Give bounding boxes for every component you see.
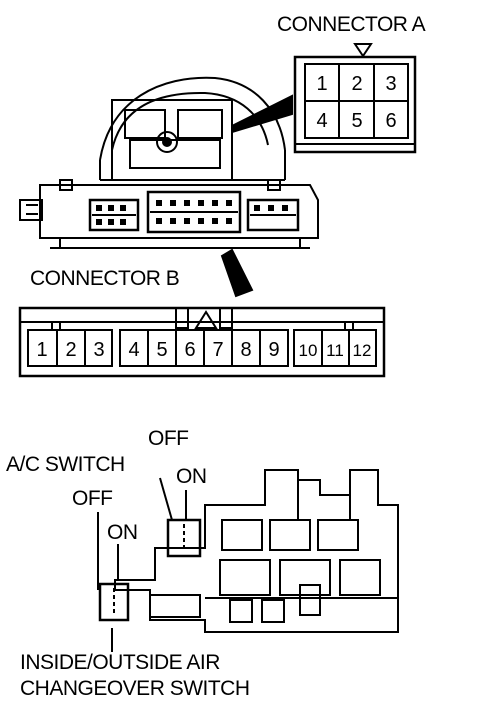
connector-b-pin-4: 4 (128, 339, 139, 361)
connector-a-title: CONNECTOR A (277, 13, 426, 36)
connector-b-pin-3: 3 (93, 339, 104, 361)
connector-b-pin-9: 9 (268, 339, 279, 361)
ac-on-label: ON (176, 465, 207, 488)
connector-b-pointer (220, 248, 254, 298)
connector-b-pin-8: 8 (240, 339, 251, 361)
connector-housing-pins (96, 200, 288, 225)
switch-assembly (97, 469, 399, 652)
connector-b-pin-10: 10 (299, 341, 318, 360)
ac-switch-label: A/C SWITCH (6, 453, 125, 476)
connector-b-title: CONNECTOR B (30, 267, 180, 290)
connector-b-pin-1: 1 (36, 339, 47, 361)
connector-a-pin-4: 4 (316, 110, 327, 132)
connector-b-pin-12: 12 (353, 341, 372, 360)
connector-a-pin-3: 3 (385, 73, 396, 95)
connector-b-pins: 1 2 3 4 5 6 7 8 9 10 11 12 (36, 339, 371, 361)
connector-b-pin-5: 5 (156, 339, 167, 361)
air-switch-label-line2: CHANGEOVER SWITCH (20, 677, 250, 700)
connector-b-pin-6: 6 (184, 339, 195, 361)
connector-a-pin-1: 1 (316, 73, 327, 95)
connector-b-pin-2: 2 (65, 339, 76, 361)
connector-a-face (293, 43, 417, 154)
air-off-label: OFF (72, 487, 113, 510)
control-unit-body (19, 76, 319, 249)
connector-a-pins: 1 2 3 4 5 6 (316, 73, 396, 132)
connector-a-pin-5: 5 (351, 110, 362, 132)
connector-b-face (18, 306, 386, 378)
connector-a-pin-2: 2 (351, 73, 362, 95)
connector-b-pin-7: 7 (212, 339, 223, 361)
air-on-label: ON (107, 521, 138, 544)
ac-off-label: OFF (148, 427, 189, 450)
air-switch-label-line1: INSIDE/OUTSIDE AIR (20, 651, 220, 674)
connector-b-pin-11: 11 (326, 341, 344, 360)
connector-a-pin-6: 6 (385, 110, 396, 132)
